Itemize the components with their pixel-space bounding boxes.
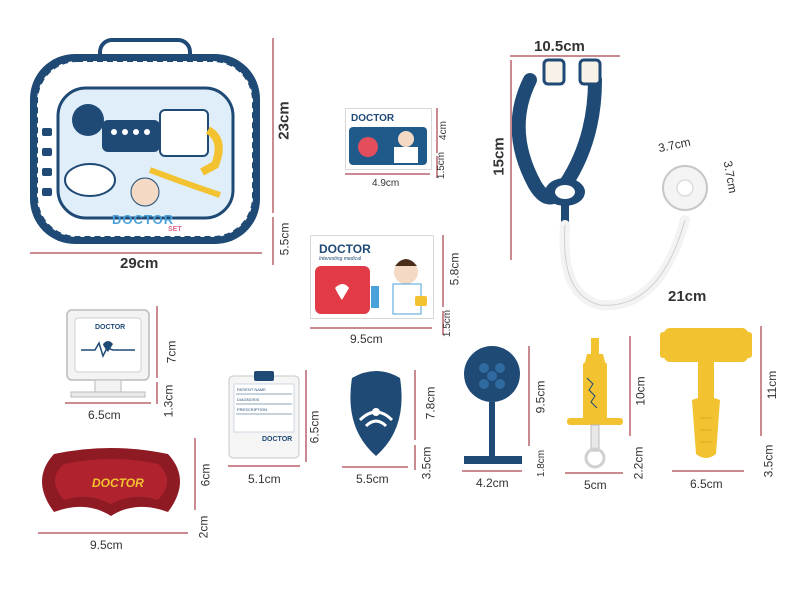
case-logo-sub: SET: [168, 226, 182, 233]
toy-case-package: DOCTOR SET: [30, 38, 260, 245]
stethoscope: [511, 58, 708, 311]
head-mirror: [464, 346, 522, 464]
monitor-width-line: [65, 402, 151, 404]
id-card-large-subtitle: Interesting medical: [319, 256, 361, 262]
card-large-depth-label: 1.5cm: [442, 309, 454, 338]
stethoscope-length-label: 21cm: [668, 288, 707, 305]
clipboard-field-1: PATIENT NAME: [237, 387, 266, 392]
case-height-line: [272, 38, 274, 213]
clipboard-field-2: DIAGNOSIS: [237, 397, 260, 402]
case-logo-text: DOCTOR: [112, 212, 175, 227]
card-small-width-line: [345, 173, 430, 175]
clipboard-height-line: [305, 370, 307, 462]
card-small-depth-line: [436, 156, 438, 178]
case-height-label: 23cm: [275, 101, 293, 140]
syringe-width-line: [565, 472, 623, 474]
stethoscope-width-label: 10.5cm: [534, 38, 585, 55]
hammer-width-line: [672, 470, 744, 472]
monitor-depth-line: [156, 382, 158, 404]
blood-pressure-cuff-illustration: [350, 371, 402, 456]
bp-cuff-depth-label: 3.5cm: [419, 446, 434, 480]
clipboard-width-label: 5.1cm: [248, 472, 281, 486]
clipboard-field-3: PRESCRIPTION: [237, 407, 268, 412]
bp-cuff-depth-line: [414, 445, 416, 470]
stethoscope-width-line: [510, 55, 620, 57]
tray-width-label: 9.5cm: [90, 538, 123, 552]
tray-depth-label: 2cm: [196, 515, 211, 539]
clipboard-height-label: 6.5cm: [307, 410, 322, 444]
bp-cuff-height-label: 7.8cm: [423, 386, 438, 420]
monitor-height-line: [156, 306, 158, 378]
card-large-width-label: 9.5cm: [350, 332, 383, 346]
card-small-width-label: 4.9cm: [372, 178, 400, 189]
mirror-width-label: 4.2cm: [476, 476, 509, 490]
monitor-depth-label: 1.3cm: [161, 384, 176, 418]
monitor-width-label: 6.5cm: [88, 408, 121, 422]
hammer-width-label: 6.5cm: [690, 477, 723, 491]
monitor-height-label: 7cm: [164, 340, 179, 364]
bp-cuff-width-label: 5.5cm: [356, 472, 389, 486]
syringe-width-label: 5cm: [584, 478, 607, 492]
case-width-line: [30, 252, 262, 254]
clipboard-width-line: [228, 465, 300, 467]
syringe: [567, 338, 623, 469]
card-large-height-line: [442, 235, 444, 307]
hammer-height-label: 11cm: [765, 370, 780, 400]
bp-cuff-height-line: [414, 370, 416, 440]
heart-monitor-illustration: [66, 309, 150, 398]
reflex-hammer: [660, 328, 752, 458]
tray-height-line: [194, 438, 196, 510]
stethoscope-height-line: [510, 60, 512, 260]
id-card-large-title: DOCTOR: [319, 242, 371, 256]
id-card-small: DOCTOR: [345, 108, 432, 170]
stethoscope-height-label: 15cm: [490, 137, 508, 176]
syringe-depth-label: 2.2cm: [631, 446, 646, 480]
case-illustration: [30, 38, 260, 244]
tray-height-label: 6cm: [198, 463, 213, 487]
mirror-height-label: 9.5cm: [533, 380, 548, 414]
clipboard-badge: DOCTOR: [262, 436, 293, 443]
card-small-height-label: 4cm: [437, 121, 449, 140]
clipboard: PATIENT NAME DIAGNOSIS PRESCRIPTION DOCT…: [228, 370, 300, 460]
card-large-height-label: 5.8cm: [447, 252, 462, 286]
tray-width-line: [38, 532, 188, 534]
hammer-depth-label: 3.5cm: [761, 444, 776, 478]
kidney-tray: DOCTOR: [36, 440, 186, 530]
mirror-depth-label: 1.8cm: [536, 449, 548, 478]
mirror-height-line: [528, 346, 530, 446]
kidney-tray-logo: DOCTOR: [92, 476, 144, 490]
case-depth-label: 5.5cm: [277, 222, 292, 256]
mirror-width-line: [462, 470, 522, 472]
case-width-label: 29cm: [120, 255, 159, 272]
heart-monitor-screen-text: DOCTOR: [95, 324, 126, 331]
card-large-depth-line: [442, 311, 444, 335]
case-depth-line: [272, 217, 274, 265]
card-large-width-line: [310, 327, 432, 329]
heart-monitor: DOCTOR: [65, 308, 151, 398]
clipboard-illustration: [228, 371, 300, 459]
syringe-height-label: 10cm: [633, 376, 648, 406]
card-small-height-line: [436, 108, 438, 153]
id-card-small-illustration: [349, 127, 427, 165]
syringe-height-line: [629, 336, 631, 436]
id-card-large: DOCTOR Interesting medical: [310, 235, 434, 319]
hammer-height-line: [760, 326, 762, 436]
kidney-tray-illustration: [42, 448, 180, 516]
id-card-small-title: DOCTOR: [351, 113, 395, 124]
blood-pressure-cuff: [342, 368, 410, 460]
id-card-large-illustration: [315, 259, 427, 315]
bp-cuff-width-line: [342, 466, 408, 468]
card-small-depth-label: 1.5cm: [436, 151, 448, 180]
